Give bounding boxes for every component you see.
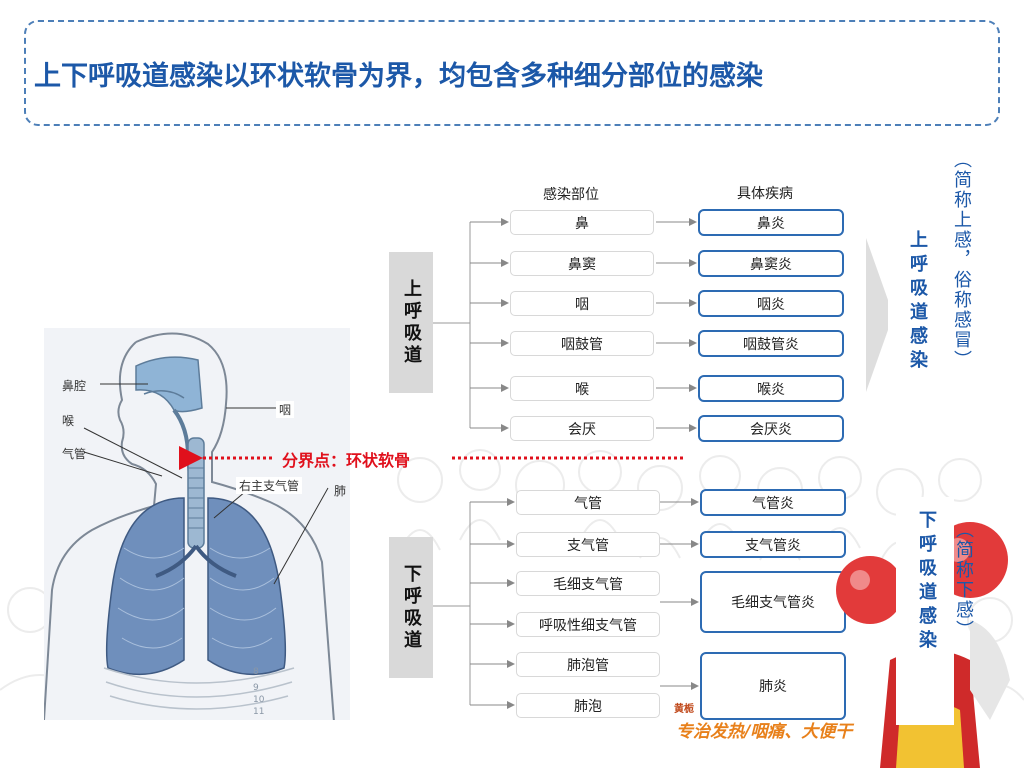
lower-respiratory-block: 下呼吸道 xyxy=(389,537,433,678)
lower-summary-panel xyxy=(896,497,954,725)
upper-site-item: 咽 xyxy=(510,291,654,316)
upper-disease-item: 喉炎 xyxy=(698,375,844,402)
lower-respiratory-block-label: 下呼吸道 xyxy=(401,563,422,652)
lower-site-item: 呼吸性细支气管 xyxy=(516,612,660,637)
upper-summary-note: （简称上感，俗称感冒） xyxy=(951,150,972,370)
brand-slogan: 专治发热/咽痛、大便干 xyxy=(676,722,853,742)
upper-site-item: 喉 xyxy=(510,376,654,401)
upper-disease-item: 咽炎 xyxy=(698,290,844,317)
upper-site-item: 会厌 xyxy=(510,416,654,441)
lower-site-item: 毛细支气管 xyxy=(516,571,660,596)
site-column-header: 感染部位 xyxy=(543,187,599,203)
boundary-label: 分界点：环状软骨 xyxy=(282,451,411,470)
page-title: 上下呼吸道感染以环状软骨为界，均包含多种细分部位的感染 xyxy=(34,61,763,92)
lower-disease-item: 支气管炎 xyxy=(700,531,846,558)
label-trachea: 气管 xyxy=(62,447,87,461)
upper-disease-item: 咽鼓管炎 xyxy=(698,330,844,357)
upper-site-item: 咽鼓管 xyxy=(510,331,654,356)
upper-respiratory-block: 上呼吸道 xyxy=(389,252,433,393)
upper-summary-label: 上呼吸道感染 xyxy=(907,230,928,374)
respiratory-anatomy-illustration xyxy=(44,328,350,720)
lower-site-item: 支气管 xyxy=(516,532,660,557)
label-larynx: 喉 xyxy=(62,414,75,428)
lower-summary-label: 下呼吸道感染 xyxy=(916,510,937,654)
label-nasal-cavity: 鼻腔 xyxy=(62,379,87,393)
lower-site-item: 肺泡 xyxy=(516,693,660,718)
upper-site-item: 鼻 xyxy=(510,210,654,235)
rib-number: 8 xyxy=(253,667,259,677)
upper-respiratory-block-label: 上呼吸道 xyxy=(401,278,422,367)
lower-site-item: 肺泡管 xyxy=(516,652,660,677)
title-frame xyxy=(24,20,1000,126)
lower-site-item: 气管 xyxy=(516,490,660,515)
lower-disease-item: 毛细支气管炎 xyxy=(700,571,846,633)
upper-disease-item: 鼻炎 xyxy=(698,209,844,236)
disease-column-header: 具体疾病 xyxy=(737,186,793,202)
upper-disease-item: 鼻窦炎 xyxy=(698,250,844,277)
upper-disease-item: 会厌炎 xyxy=(698,415,844,442)
rib-number: 10 xyxy=(253,695,265,705)
rib-number: 9 xyxy=(253,683,259,693)
upper-site-item: 鼻窦 xyxy=(510,251,654,276)
label-lung: 肺 xyxy=(334,484,347,498)
brand-name: 黄栀 xyxy=(674,704,694,715)
lower-summary-note: （简称下感） xyxy=(953,520,974,640)
label-pharynx: 咽 xyxy=(276,401,295,418)
label-right-main-bronchus: 右主支气管 xyxy=(236,477,303,494)
lower-disease-item: 气管炎 xyxy=(700,489,846,516)
rib-number: 11 xyxy=(253,707,265,717)
lower-disease-item: 肺炎 xyxy=(700,652,846,720)
